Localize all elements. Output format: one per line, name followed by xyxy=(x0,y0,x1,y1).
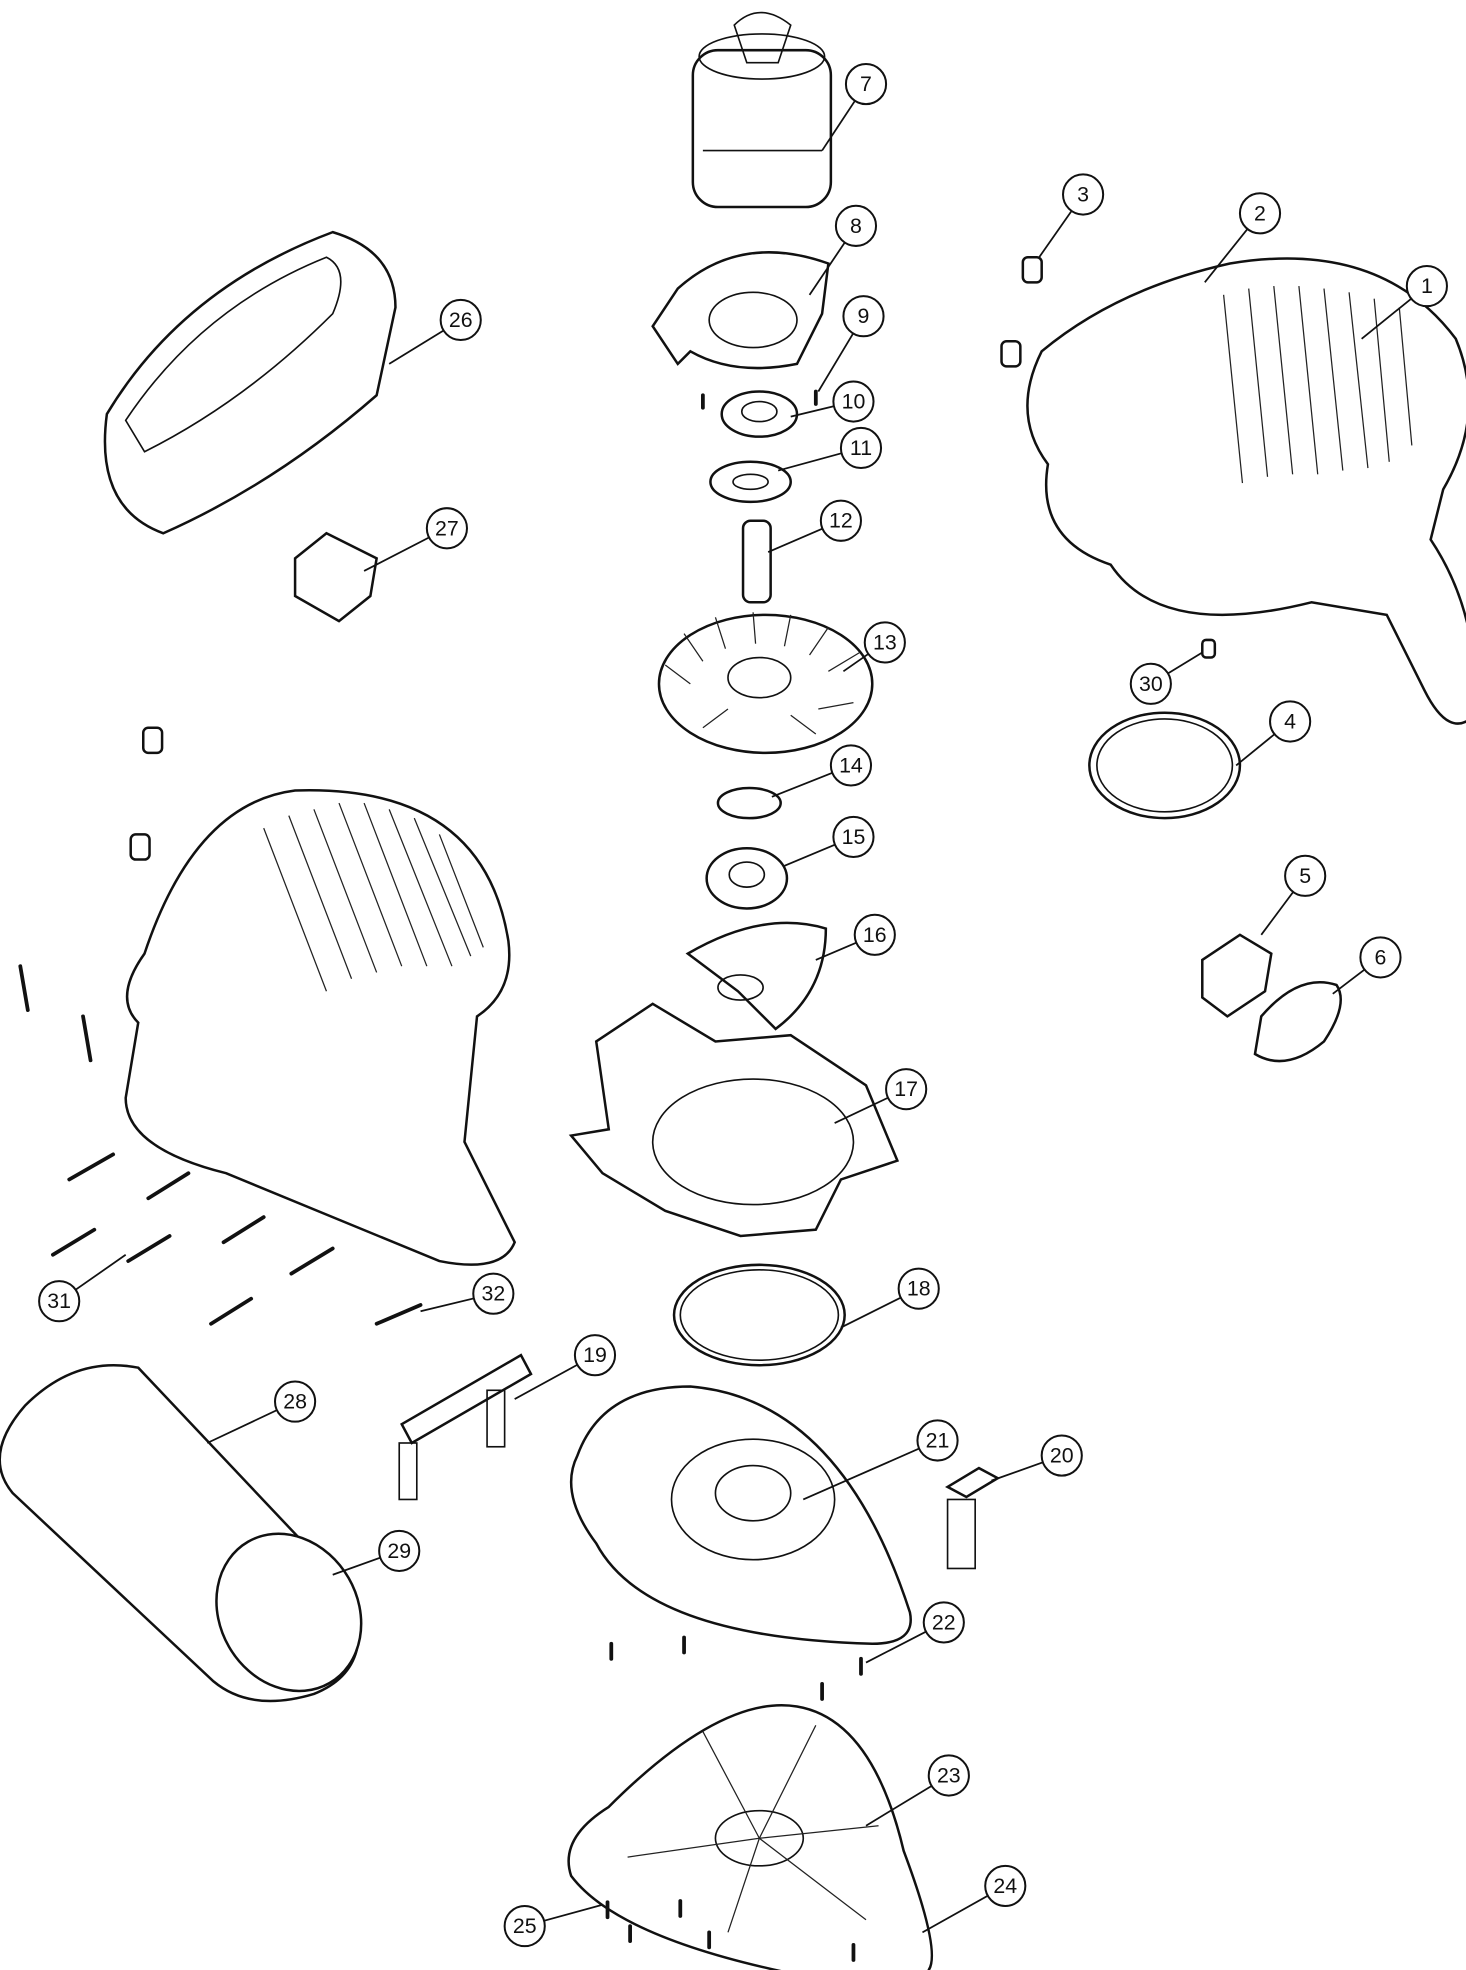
callout-number: 29 xyxy=(387,1539,411,1563)
callout-number: 21 xyxy=(926,1428,950,1452)
callout-number: 2 xyxy=(1254,201,1266,225)
dust-canister xyxy=(0,1364,363,1703)
callout-16: 16 xyxy=(815,913,896,961)
callout-number: 10 xyxy=(842,390,866,414)
callout-24: 24 xyxy=(922,1864,1027,1934)
callout-number: 22 xyxy=(932,1610,956,1634)
callouts: 1 2 3 4 5 6 7 8 9 10 11 12 13 14 15 16 1… xyxy=(38,62,1448,1948)
callout-number: 11 xyxy=(850,436,872,460)
motor xyxy=(691,11,833,209)
callout-number: 8 xyxy=(850,214,862,238)
callout-number: 3 xyxy=(1077,182,1089,206)
callout-number: 20 xyxy=(1050,1444,1074,1468)
callout-30: 30 xyxy=(1129,651,1203,705)
callout-28: 28 xyxy=(206,1380,317,1444)
washer-lower xyxy=(716,786,782,820)
callout-number: 19 xyxy=(583,1343,607,1367)
callout-9: 9 xyxy=(817,295,885,392)
callout-32: 32 xyxy=(420,1272,515,1315)
callout-23: 23 xyxy=(865,1754,970,1827)
callout-31: 31 xyxy=(38,1254,127,1323)
callout-number: 15 xyxy=(842,825,866,849)
callout-number: 6 xyxy=(1375,945,1387,969)
callout-2: 2 xyxy=(1204,192,1282,283)
eccentric-shaft xyxy=(741,519,772,604)
callout-number: 13 xyxy=(873,630,897,654)
callout-14: 14 xyxy=(771,744,873,798)
callout-number: 25 xyxy=(513,1914,537,1938)
callout-8: 8 xyxy=(808,204,878,296)
pin xyxy=(1000,340,1022,368)
callout-number: 7 xyxy=(860,72,872,96)
counterweight xyxy=(685,921,828,1031)
callout-number: 24 xyxy=(993,1874,1017,1898)
pin xyxy=(1201,638,1217,659)
terminal-block xyxy=(293,531,379,623)
fan xyxy=(657,612,874,755)
callout-number: 28 xyxy=(283,1390,307,1414)
callout-20: 20 xyxy=(991,1434,1083,1482)
callout-number: 1 xyxy=(1421,274,1433,298)
callout-number: 16 xyxy=(863,923,887,947)
callout-15: 15 xyxy=(784,815,875,867)
callout-number: 26 xyxy=(449,308,473,332)
bellows-right xyxy=(945,1466,1001,1570)
sanding-pad xyxy=(567,1704,934,1970)
bellows-left xyxy=(398,1353,533,1501)
callout-number: 27 xyxy=(435,516,459,540)
callout-number: 14 xyxy=(839,753,863,777)
base-housing xyxy=(568,1002,900,1238)
callout-7: 7 xyxy=(821,62,888,152)
callout-number: 31 xyxy=(47,1289,71,1313)
callout-number: 17 xyxy=(894,1077,918,1101)
motor-bracket xyxy=(651,251,830,370)
housing-left xyxy=(124,789,517,1266)
callout-4: 4 xyxy=(1235,700,1312,767)
callout-29: 29 xyxy=(332,1529,421,1576)
seal-ring xyxy=(1088,711,1242,820)
callout-1: 1 xyxy=(1361,265,1448,340)
switch-cover xyxy=(1253,980,1342,1063)
callout-25: 25 xyxy=(503,1903,603,1948)
part-drawings xyxy=(0,11,1466,1970)
switch xyxy=(1201,933,1273,1018)
washer-upper xyxy=(709,460,792,504)
pin xyxy=(142,726,164,755)
callout-12: 12 xyxy=(767,499,862,553)
callout-number: 5 xyxy=(1299,864,1311,888)
battery-housing xyxy=(103,230,397,535)
pin xyxy=(1021,255,1043,284)
callout-number: 23 xyxy=(937,1764,961,1788)
callout-26: 26 xyxy=(388,298,482,365)
callout-11: 11 xyxy=(777,426,883,472)
callout-27: 27 xyxy=(363,507,468,572)
callout-10: 10 xyxy=(790,380,875,423)
callout-3: 3 xyxy=(1038,173,1105,258)
callout-number: 12 xyxy=(829,509,853,533)
callout-19: 19 xyxy=(514,1334,617,1400)
callout-17: 17 xyxy=(834,1068,928,1124)
sanding-plate xyxy=(569,1385,912,1646)
callout-13: 13 xyxy=(842,621,906,673)
bearing-lower xyxy=(705,846,789,910)
callout-number: 18 xyxy=(907,1277,931,1301)
callout-21: 21 xyxy=(802,1419,959,1501)
screws xyxy=(18,389,863,1962)
callout-number: 9 xyxy=(858,304,870,328)
housing-right xyxy=(1026,257,1466,725)
callout-22: 22 xyxy=(865,1601,965,1664)
callout-number: 4 xyxy=(1284,709,1296,733)
callout-5: 5 xyxy=(1260,854,1327,936)
callout-18: 18 xyxy=(840,1267,940,1329)
bearing-upper xyxy=(720,390,799,438)
o-ring xyxy=(672,1263,846,1367)
callout-number: 32 xyxy=(481,1282,505,1306)
callout-6: 6 xyxy=(1332,936,1402,995)
callout-number: 30 xyxy=(1139,672,1163,696)
pin xyxy=(129,833,151,861)
